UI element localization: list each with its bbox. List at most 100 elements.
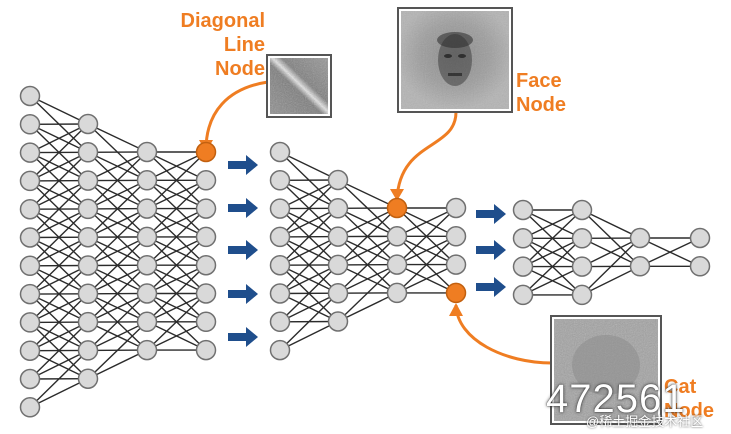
network-edge [279,151,339,181]
network-node [195,254,217,276]
network-edge [279,320,339,351]
network-edge [396,207,457,237]
network-node [19,198,41,220]
network-edge [29,321,89,380]
network-node [136,311,158,333]
network-edge [279,292,339,323]
network-edge [581,265,641,296]
network-node [327,254,349,276]
network-edge [29,123,89,154]
network-node [19,340,41,361]
network-edge [87,151,148,182]
highlighted-feature-node [386,197,408,219]
network-edge [29,349,89,408]
network-node [195,339,217,361]
network-edge [87,264,148,295]
network-edge [29,264,89,295]
network-edge [396,235,457,266]
network-node [445,254,467,275]
network-node [77,283,99,305]
network-edge [29,349,89,380]
cat-label-line-2: Node [664,400,714,422]
network-edge [279,235,339,266]
network-edge [146,264,207,295]
network-edge [279,292,339,351]
network-node [77,368,99,389]
network-edge [146,207,207,238]
network-edge [146,292,207,351]
face-label-line-2: Node [516,94,566,116]
network-node [327,198,349,219]
network-node [19,85,41,107]
network-edge [146,236,207,266]
right-arrow-icon [228,327,258,347]
network-edge [29,151,89,182]
network-node [77,255,99,276]
network-edge [87,151,148,210]
network-node [445,197,467,219]
network-edge [87,321,148,352]
network-edge [146,264,207,323]
network-nodes [19,85,711,418]
network-edge [29,208,89,267]
network-edge [337,235,398,266]
network-node [19,312,41,333]
network-edge [279,179,339,238]
network-edge [29,321,89,352]
network-node [77,340,99,361]
network-edge [87,179,148,238]
network-node [629,227,651,249]
network-node [195,170,217,191]
face-feature-thumbnail [397,7,513,113]
face-label-line-1: Face [516,70,562,92]
network-node [195,198,217,219]
network-edge [29,378,89,408]
network-node [269,170,291,191]
network-edge [337,235,398,294]
network-edge [522,265,583,296]
network-node [269,311,291,333]
network-edge [87,236,148,267]
highlighted-feature-node [195,141,217,163]
network-node [136,198,158,219]
network-edge [87,123,148,153]
network-edge [146,151,207,210]
network-node [19,170,41,192]
network-edge [279,264,339,295]
network-edge [337,207,398,266]
network-edge [29,236,89,295]
network-node [269,198,291,219]
network-edge [87,321,148,380]
network-node [136,283,158,304]
network-node [327,311,349,332]
network-edge [337,263,398,294]
network-node [19,283,41,305]
network-edge [146,321,207,351]
network-edge [522,209,583,239]
cat-connector-arrowhead [449,303,463,316]
face-connector-arrowhead [390,189,404,201]
network-edge [279,264,339,323]
network-edge [279,207,339,238]
network-node [512,228,534,249]
diagonal-line-feature-thumbnail [266,54,332,118]
right-arrow-icon [228,155,258,175]
network-edge [522,209,583,268]
right-arrow-icon [228,240,258,260]
network-edge [87,208,148,267]
network-node [571,284,593,306]
network-node [269,254,291,276]
stage-arrows [228,155,506,347]
network-node [77,198,99,220]
network-node [77,142,99,163]
network-edge [396,235,457,294]
network-edge [279,207,339,266]
network-node [386,254,408,275]
cat-node-label: Cat Node [664,375,714,423]
network-node [19,368,41,390]
network-edge [581,237,641,268]
cat-label-line-1: Cat [664,376,697,398]
network-edge [639,237,701,267]
diagonal-label-line-1: Diagonal [180,10,265,32]
network-edge [29,95,89,125]
